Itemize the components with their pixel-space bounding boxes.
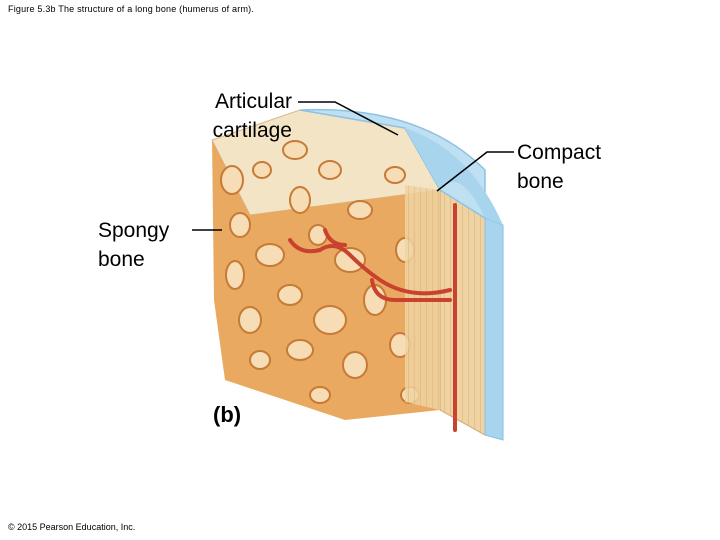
cartilage-side-strip <box>484 217 504 441</box>
panel-label: (b) <box>213 402 242 427</box>
label-compact-bone: Compact bone <box>517 141 602 193</box>
copyright-notice: © 2015 Pearson Education, Inc. <box>8 522 136 532</box>
label-articular-cartilage: Articular cartilage <box>212 90 292 142</box>
cartilage-curve <box>405 128 503 225</box>
blood-vessels <box>288 203 457 432</box>
leader-articular <box>298 101 399 136</box>
compact-bone-front <box>405 185 440 410</box>
leader-lines <box>192 101 514 231</box>
leader-compact <box>436 151 514 192</box>
label-spongy-bone: Spongy bone <box>98 219 170 271</box>
trabecular-spaces <box>220 140 420 404</box>
spongy-bone-region <box>212 140 440 420</box>
figure-caption: Figure 5.3b The structure of a long bone… <box>8 4 255 14</box>
compact-bone-side <box>439 189 486 436</box>
